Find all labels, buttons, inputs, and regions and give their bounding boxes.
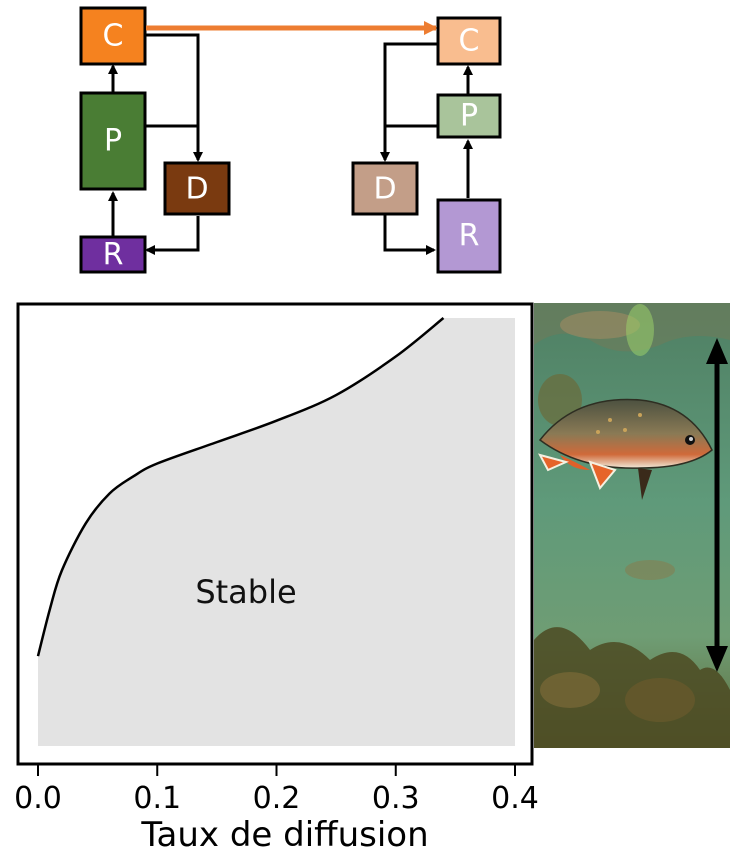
x-tick-label: 0.2 <box>253 781 301 816</box>
stability-boundary-curve <box>36 317 445 657</box>
node-p-right <box>436 93 502 139</box>
edge-c-to-d-right <box>380 42 437 162</box>
node-p-right-label: P <box>460 99 478 134</box>
node-p-left <box>79 91 147 191</box>
stability-chart: Stable 0.0 0.1 0.2 0.3 0.4 Taux de diffusion <box>14 302 539 854</box>
edge-d-to-r-right <box>383 214 436 255</box>
x-tick-label: 0.3 <box>372 781 420 816</box>
arrow-head-down <box>706 646 728 672</box>
node-r-right <box>436 198 502 274</box>
x-axis-title: Taux de diffusion <box>140 815 428 854</box>
diagram-left: C P D R <box>79 6 231 274</box>
node-r-right-label: R <box>459 219 480 254</box>
x-tick-label: 0.4 <box>491 781 539 816</box>
x-tick-label: 0.1 <box>133 781 181 816</box>
node-r-left-label: R <box>103 238 124 273</box>
x-tick-label: 0.0 <box>14 781 62 816</box>
region-label: Stable <box>195 573 296 611</box>
node-r-left <box>79 235 147 274</box>
node-d-right-label: D <box>373 172 396 207</box>
edge-c-to-d-left <box>145 33 203 162</box>
node-p-left-label: P <box>104 124 122 159</box>
node-d-left <box>163 161 231 216</box>
node-c-left-label: C <box>103 19 124 54</box>
node-c-right <box>436 16 502 66</box>
node-c-right-label: C <box>459 24 480 59</box>
x-axis-ticks: 0.0 0.1 0.2 0.3 0.4 <box>14 764 539 816</box>
arrow-head-up <box>706 338 728 364</box>
node-d-right <box>351 161 419 216</box>
edge-d-to-r-left <box>145 216 200 255</box>
trout-photo <box>534 303 730 748</box>
trout <box>538 398 713 500</box>
node-c-left <box>79 6 147 66</box>
node-d-left-label: D <box>185 172 208 207</box>
diagram-right: C P D R <box>351 16 502 274</box>
stable-region <box>38 318 515 746</box>
